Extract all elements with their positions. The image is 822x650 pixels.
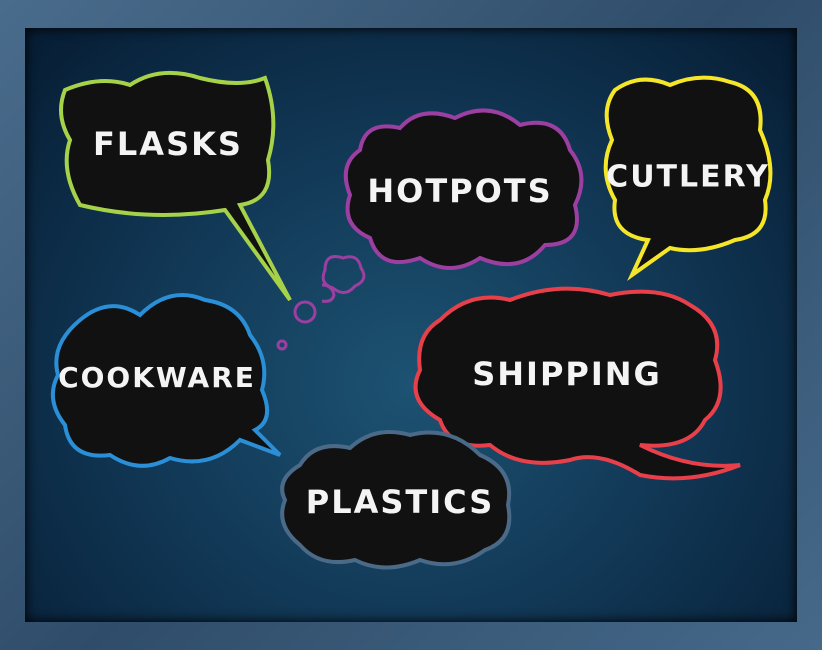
bubble-cutlery: CUTLERY	[603, 75, 773, 281]
thought-circles	[276, 255, 366, 351]
bubble-plastics: PLASTICS	[280, 430, 512, 570]
label-shipping: SHIPPING	[472, 355, 662, 393]
label-flasks: FLASKS	[93, 125, 243, 163]
bubble-cookware: COOKWARE	[50, 293, 282, 468]
bubble-hotpots: HOTPOTS	[276, 108, 584, 351]
bubble-flasks: FLASKS	[59, 70, 292, 302]
label-cookware: COOKWARE	[58, 361, 256, 394]
label-hotpots: HOTPOTS	[367, 172, 552, 210]
label-plastics: PLASTICS	[306, 483, 495, 521]
label-cutlery: CUTLERY	[606, 160, 770, 195]
bubble-shipping: SHIPPING	[413, 286, 741, 481]
